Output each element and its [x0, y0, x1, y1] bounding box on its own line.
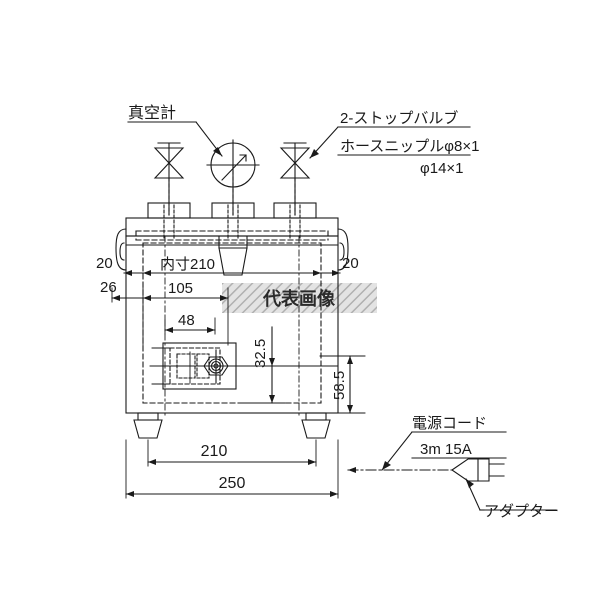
foot-left — [133, 412, 163, 439]
dim-line-58-5 — [347, 355, 353, 414]
dim-label-210: 210 — [201, 443, 228, 460]
dim-label-inner-width: 内寸210 — [160, 256, 215, 273]
dim-line-250 — [125, 491, 339, 497]
label-stop-valve: 2-ストップバルブ — [340, 109, 458, 127]
label-hose-nipple-2: φ14×1 — [420, 160, 464, 177]
leader-power-cord — [381, 431, 507, 471]
label-power-cord: 電源コード — [412, 415, 487, 432]
dim-line-32-5 — [269, 326, 275, 404]
power-cord-arrow — [348, 467, 356, 473]
label-vacuum-gauge: 真空計 — [128, 104, 176, 122]
dim-line-105 — [111, 295, 229, 301]
dim-label-58-5: 58.5 — [331, 371, 348, 400]
adapter-plug-icon — [451, 458, 505, 482]
nipple-stubs — [163, 204, 301, 241]
handle-right — [337, 228, 349, 271]
reference-centerlines — [164, 235, 300, 419]
dim-label-250: 250 — [219, 475, 246, 492]
foot-right — [301, 412, 331, 439]
watermark-text: 代表画像 — [262, 288, 336, 309]
dim-label-right-wall: 20 — [342, 255, 359, 272]
label-hose-nipple: ホースニップルφ8×1 — [340, 138, 479, 155]
dim-label-48: 48 — [178, 312, 195, 329]
lid-plate — [125, 217, 339, 237]
label-power-cord-spec: 3m 15A — [420, 441, 472, 458]
dim-label-32-5: 32.5 — [252, 339, 269, 368]
dim-label-left-wall: 20 — [96, 255, 113, 272]
dim-line-inner-210 — [123, 270, 341, 276]
dim-label-26: 26 — [100, 279, 117, 296]
leader-stop-valve — [309, 126, 471, 159]
handle-left — [115, 228, 127, 271]
center-down-tube — [218, 235, 248, 276]
main-body — [125, 235, 339, 414]
dim-label-105: 105 — [168, 280, 193, 297]
watermark-band — [222, 283, 377, 313]
label-adapter: アダプター — [484, 503, 559, 520]
dim-line-48 — [164, 327, 216, 333]
dim-line-210 — [147, 459, 317, 465]
leader-vacuum-gauge — [127, 121, 223, 157]
